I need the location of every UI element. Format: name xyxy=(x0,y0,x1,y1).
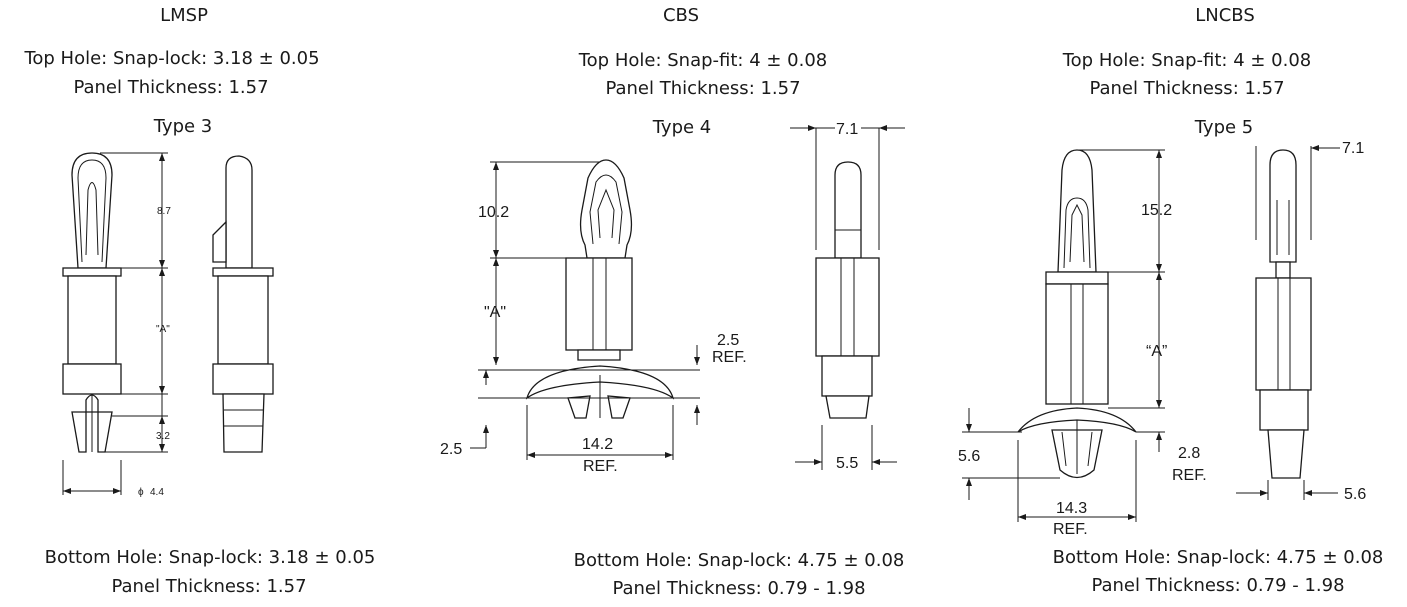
lncbs-side-view xyxy=(1255,149,1312,479)
lncbs-dim-width-ref: REF. xyxy=(1053,521,1088,538)
bottom-hole-lmsp: Bottom Hole: Snap-lock: 3.18 ± 0.05 xyxy=(44,547,376,568)
part-name-lmsp: LMSP xyxy=(160,5,208,26)
cbs-side-view xyxy=(815,161,880,419)
lncbs-dimensions: 15.2 “A” 5.6 2.8 REF. 14.3 REF. 7.1 5.6 xyxy=(958,140,1366,538)
top-hole-lncbs: Top Hole: Snap-fit: 4 ± 0.08 xyxy=(1062,50,1312,71)
bottom-hole-lncbs: Bottom Hole: Snap-lock: 4.75 ± 0.08 xyxy=(1052,547,1384,568)
lncbs-dim-mid: “A” xyxy=(1146,343,1167,360)
top-panel-lmsp: Panel Thickness: 1.57 xyxy=(73,77,269,98)
lmsp-dim-bot: 3.2 xyxy=(156,431,170,442)
top-hole-lmsp: Top Hole: Snap-lock: 3.18 ± 0.05 xyxy=(24,48,320,69)
cbs-dim-ref: 2.5 xyxy=(717,332,739,349)
cbs-dim-ref-label: REF. xyxy=(712,349,747,366)
lmsp-dim-mid: "A" xyxy=(156,324,170,335)
part-name-lncbs: LNCBS xyxy=(1195,5,1255,26)
bottom-hole-cbs: Bottom Hole: Snap-lock: 4.75 ± 0.08 xyxy=(573,550,905,571)
cbs-dim-left: 2.5 xyxy=(440,441,462,458)
cbs-dim-width-ref: REF. xyxy=(583,458,618,475)
lmsp-dimensions: 8.7 "A" 3.2 ϕ 4.4 xyxy=(62,152,171,498)
cbs-front-view xyxy=(525,159,675,419)
lmsp-side-view xyxy=(212,155,274,453)
lncbs-dim-ref-label: REF. xyxy=(1172,467,1207,484)
type-cbs: Type 4 xyxy=(652,117,712,138)
top-hole-cbs: Top Hole: Snap-fit: 4 ± 0.08 xyxy=(578,50,828,71)
bottom-panel-lncbs: Panel Thickness: 0.79 - 1.98 xyxy=(1091,575,1345,596)
lncbs-front-view xyxy=(1017,149,1137,479)
type-lmsp: Type 3 xyxy=(153,116,213,137)
bottom-panel-cbs: Panel Thickness: 0.79 - 1.98 xyxy=(612,578,866,599)
lncbs-dim-ref: 2.8 xyxy=(1178,445,1200,462)
cbs-dim-mid: "A" xyxy=(484,304,506,321)
cbs-dimensions: 10.2 "A" 2.5 REF. 2.5 14.2 REF. 7.1 5.5 xyxy=(440,121,905,475)
cbs-dim-side-top: 7.1 xyxy=(836,121,858,138)
lmsp-front-view xyxy=(62,152,122,453)
lncbs-dim-top: 15.2 xyxy=(1141,202,1172,219)
top-panel-lncbs: Panel Thickness: 1.57 xyxy=(1089,78,1285,99)
lncbs-dim-side-bot: 5.6 xyxy=(1344,486,1366,503)
lmsp-dia-symbol: ϕ xyxy=(138,487,144,498)
bottom-panel-lmsp: Panel Thickness: 1.57 xyxy=(111,576,307,597)
lncbs-dim-width: 14.3 xyxy=(1056,500,1087,517)
lmsp-dim-top: 8.7 xyxy=(157,206,171,217)
lncbs-dim-left: 5.6 xyxy=(958,448,980,465)
part-name-cbs: CBS xyxy=(662,5,700,26)
cbs-dim-top: 10.2 xyxy=(478,204,509,221)
cbs-dim-side-bot: 5.5 xyxy=(836,455,858,472)
lmsp-dim-dia: 4.4 xyxy=(150,487,164,498)
lncbs-dim-side-top: 7.1 xyxy=(1342,140,1364,157)
top-panel-cbs: Panel Thickness: 1.57 xyxy=(605,78,801,99)
dimension-arrowheads xyxy=(63,125,1319,520)
type-lncbs: Type 5 xyxy=(1194,117,1254,138)
cbs-dim-width: 14.2 xyxy=(582,436,613,453)
